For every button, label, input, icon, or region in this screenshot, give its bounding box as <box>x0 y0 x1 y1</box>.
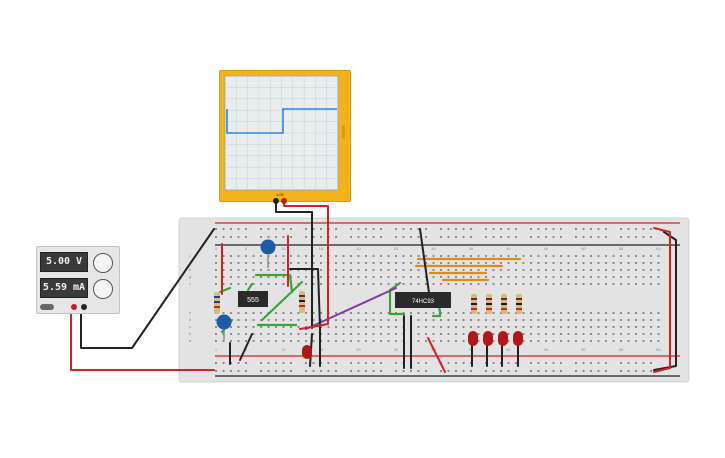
svg-text:30: 30 <box>431 246 436 251</box>
svg-text:h: h <box>189 267 191 272</box>
led <box>498 331 508 346</box>
oscilloscope[interactable]: 1.00 <box>219 70 351 202</box>
svg-text:40: 40 <box>506 347 511 352</box>
power-supply[interactable]: 5.00 V 5.59 mA <box>36 246 120 314</box>
svg-text:5: 5 <box>245 347 248 352</box>
svg-text:g: g <box>189 274 191 279</box>
svg-text:5: 5 <box>245 246 248 251</box>
svg-text:f: f <box>189 281 191 286</box>
svg-text:a: a <box>189 338 192 343</box>
led <box>468 331 478 346</box>
oscilloscope-trace <box>226 108 337 134</box>
svg-text:25: 25 <box>394 246 399 251</box>
chip-555[interactable]: 555 <box>238 291 268 307</box>
svg-text:10: 10 <box>281 347 286 352</box>
power-rail-lines <box>215 222 680 377</box>
orange-wires[interactable] <box>414 257 522 282</box>
svg-text:b: b <box>189 331 192 336</box>
chip-555-label: 555 <box>247 297 259 304</box>
red-wires[interactable] <box>70 199 671 373</box>
resistors[interactable] <box>214 291 522 314</box>
svg-text:55: 55 <box>619 246 624 251</box>
svg-text:25: 25 <box>394 347 399 352</box>
svg-text:15: 15 <box>319 347 324 352</box>
svg-text:20: 20 <box>356 347 361 352</box>
chip-74hc93-label: 74HC93 <box>412 299 435 305</box>
svg-text:j: j <box>189 253 191 258</box>
svg-text:20: 20 <box>356 246 361 251</box>
svg-text:35: 35 <box>469 246 474 251</box>
svg-text:45: 45 <box>544 347 549 352</box>
led <box>513 331 523 346</box>
svg-text:10: 10 <box>281 246 286 251</box>
svg-text:e: e <box>189 310 192 315</box>
oscilloscope-readout: 1.00 <box>276 192 284 197</box>
svg-text:55: 55 <box>619 347 624 352</box>
scope-probe-positive[interactable] <box>281 198 287 204</box>
column-labels: 1155101015152020252530303535404045455050… <box>215 246 662 352</box>
positive-terminal[interactable] <box>71 304 77 310</box>
svg-text:15: 15 <box>319 246 324 251</box>
leds[interactable] <box>302 331 523 359</box>
svg-text:1: 1 <box>215 246 218 251</box>
svg-text:40: 40 <box>506 246 511 251</box>
purple-wire[interactable] <box>305 287 397 330</box>
svg-text:50: 50 <box>581 246 586 251</box>
chip-74hc93[interactable]: 74HC93 <box>395 292 451 308</box>
voltage-display: 5.00 V <box>40 252 88 272</box>
power-switch[interactable] <box>40 304 54 310</box>
svg-text:60: 60 <box>656 246 661 251</box>
svg-text:1: 1 <box>215 347 218 352</box>
current-display: 5.59 mA <box>40 278 88 298</box>
current-knob-icon[interactable] <box>93 279 113 299</box>
capacitors[interactable] <box>216 239 276 341</box>
svg-text:45: 45 <box>544 246 549 251</box>
svg-text:60: 60 <box>656 347 661 352</box>
negative-terminal[interactable] <box>81 304 87 310</box>
scope-probe-negative[interactable] <box>273 198 279 204</box>
voltage-knob-icon[interactable] <box>93 253 113 273</box>
led <box>483 331 493 346</box>
svg-text:d: d <box>189 317 191 322</box>
oscilloscope-screen <box>224 75 345 191</box>
svg-text:c: c <box>189 324 191 329</box>
svg-text:50: 50 <box>581 347 586 352</box>
